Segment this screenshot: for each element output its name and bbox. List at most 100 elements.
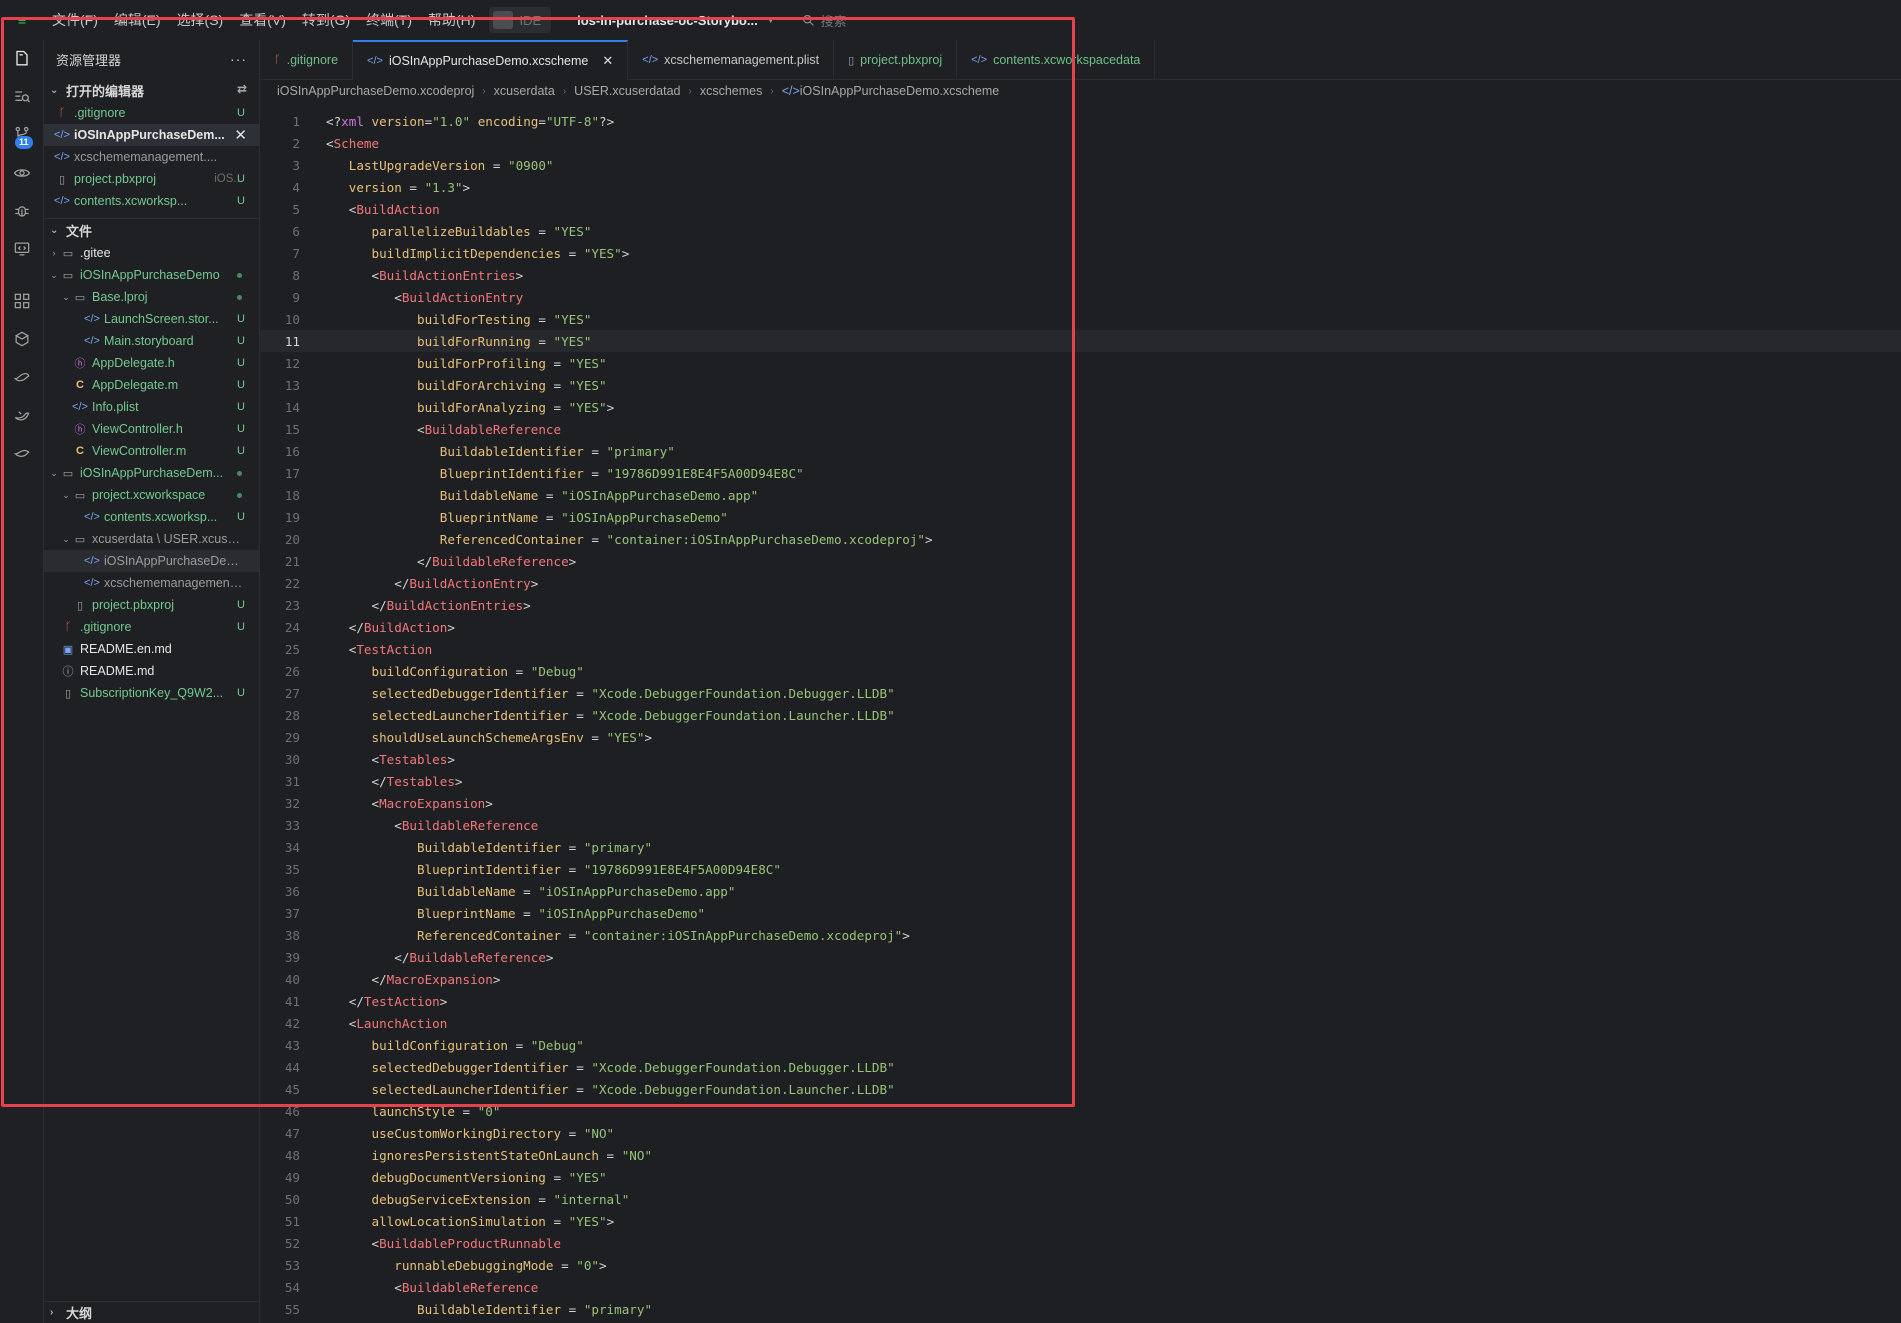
project-selector[interactable]: ios-in-purchase-oc-Storybo... xyxy=(577,12,758,28)
code-line[interactable]: 55 BuildableIdentifier = "primary" xyxy=(260,1298,1901,1320)
code-line[interactable]: 7 buildImplicitDependencies = "YES"> xyxy=(260,242,1901,264)
code-line[interactable]: 50 debugServiceExtension = "internal" xyxy=(260,1188,1901,1210)
ide-switch[interactable]: IDE xyxy=(489,7,552,33)
tree-item[interactable]: ›▭.gitee xyxy=(44,242,259,264)
tree-item[interactable]: </>iOSInAppPurchaseDem... xyxy=(44,550,259,572)
close-icon[interactable]: ✕ xyxy=(602,53,614,68)
code-line[interactable]: 16 BuildableIdentifier = "primary" xyxy=(260,440,1901,462)
tree-item[interactable]: ▣README.en.md xyxy=(44,638,259,660)
code-line[interactable]: 25 <TestAction xyxy=(260,638,1901,660)
search-icon[interactable] xyxy=(0,78,44,116)
code-line[interactable]: 29 shouldUseLaunchSchemeArgsEnv = "YES"> xyxy=(260,726,1901,748)
code-line[interactable]: 47 useCustomWorkingDirectory = "NO" xyxy=(260,1122,1901,1144)
tree-item[interactable]: ⌄▭xcuserdata \ USER.xcuserd... xyxy=(44,528,259,550)
tree-item[interactable]: ⌄▭project.xcworkspace xyxy=(44,484,259,506)
code-line[interactable]: 41 </TestAction> xyxy=(260,990,1901,1012)
code-line[interactable]: 14 buildForAnalyzing = "YES"> xyxy=(260,396,1901,418)
code-line[interactable]: 38 ReferencedContainer = "container:iOSI… xyxy=(260,924,1901,946)
editor-tab[interactable]: </>iOSInAppPurchaseDemo.xcscheme✕ xyxy=(353,40,629,80)
code-line[interactable]: 3 LastUpgradeVersion = "0900" xyxy=(260,154,1901,176)
menu-item[interactable]: 编辑(E) xyxy=(113,12,161,28)
code-line[interactable]: 54 <BuildableReference xyxy=(260,1276,1901,1298)
code-line[interactable]: 51 allowLocationSimulation = "YES"> xyxy=(260,1210,1901,1232)
tree-item[interactable]: ⌄▭iOSInAppPurchaseDemo xyxy=(44,264,259,286)
open-editors-section[interactable]: ⌄ 打开的编辑器 ⇄ xyxy=(44,78,259,102)
code-line[interactable]: 24 </BuildAction> xyxy=(260,616,1901,638)
code-line[interactable]: 32 <MacroExpansion> xyxy=(260,792,1901,814)
code-line[interactable]: 18 BuildableName = "iOSInAppPurchaseDemo… xyxy=(260,484,1901,506)
eye-icon[interactable] xyxy=(0,154,44,192)
code-line[interactable]: 2<Scheme xyxy=(260,132,1901,154)
remote-icon[interactable] xyxy=(0,230,44,268)
editor-tab[interactable]: </>xcschememanagement.plist xyxy=(628,40,835,80)
code-line[interactable]: 43 buildConfiguration = "Debug" xyxy=(260,1034,1901,1056)
code-view[interactable]: 1<?xml version="1.0" encoding="UTF-8"?>2… xyxy=(260,110,1901,1320)
more-actions-icon[interactable]: ··· xyxy=(230,51,247,67)
breadcrumb-item[interactable]: USER.xcuserdatad xyxy=(574,84,681,98)
code-line[interactable]: 39 </BuildableReference> xyxy=(260,946,1901,968)
deploy-icon[interactable] xyxy=(0,320,44,358)
open-editor-item[interactable]: </>contents.xcworksp...U xyxy=(44,190,259,212)
source-control-icon[interactable]: 11 xyxy=(0,116,44,154)
code-line[interactable]: 20 ReferencedContainer = "container:iOSI… xyxy=(260,528,1901,550)
breadcrumb-item[interactable]: xcschemes xyxy=(699,84,763,98)
code-line[interactable]: 1<?xml version="1.0" encoding="UTF-8"?> xyxy=(260,110,1901,132)
editor-tab[interactable]: </>contents.xcworkspacedata xyxy=(957,40,1156,80)
code-line[interactable]: 31 </Testables> xyxy=(260,770,1901,792)
code-line[interactable]: 10 buildForTesting = "YES" xyxy=(260,308,1901,330)
tree-item[interactable]: </>contents.xcworksp...U xyxy=(44,506,259,528)
debug-icon[interactable] xyxy=(0,192,44,230)
extensions-icon[interactable] xyxy=(0,282,44,320)
breadcrumb-item[interactable]: iOSInAppPurchaseDemo.xcscheme xyxy=(799,84,1000,98)
code-line[interactable]: 27 selectedDebuggerIdentifier = "Xcode.D… xyxy=(260,682,1901,704)
code-line[interactable]: 17 BlueprintIdentifier = "19786D991E8E4F… xyxy=(260,462,1901,484)
code-line[interactable]: 4 version = "1.3"> xyxy=(260,176,1901,198)
chevron-down-icon[interactable]: ▼ xyxy=(765,14,776,26)
editor-tab[interactable]: ᚴ.gitignore xyxy=(260,40,354,80)
outline-section[interactable]: › 大纲 xyxy=(44,1301,259,1323)
code-line[interactable]: 23 </BuildActionEntries> xyxy=(260,594,1901,616)
code-line[interactable]: 28 selectedLauncherIdentifier = "Xcode.D… xyxy=(260,704,1901,726)
tree-item[interactable]: ⌄▭Base.lproj xyxy=(44,286,259,308)
files-section[interactable]: ⌄ 文件 xyxy=(44,218,259,242)
tree-item[interactable]: </>xcschememanagement.... xyxy=(44,572,259,594)
code-line[interactable]: 40 </MacroExpansion> xyxy=(260,968,1901,990)
app-logo-icon[interactable]: ≡ xyxy=(17,12,27,28)
code-line[interactable]: 15 <BuildableReference xyxy=(260,418,1901,440)
menu-item[interactable]: 选择(S) xyxy=(176,12,224,28)
code-line[interactable]: 53 runnableDebuggingMode = "0"> xyxy=(260,1254,1901,1276)
menu-item[interactable]: 帮助(H) xyxy=(428,12,476,28)
code-line[interactable]: 8 <BuildActionEntries> xyxy=(260,264,1901,286)
menu-item[interactable]: 查看(V) xyxy=(239,12,286,28)
code-line[interactable]: 26 buildConfiguration = "Debug" xyxy=(260,660,1901,682)
toggle-layout-icon[interactable]: ⇄ xyxy=(236,82,247,96)
bird-icon-2[interactable] xyxy=(0,396,44,434)
code-line[interactable]: 21 </BuildableReference> xyxy=(260,550,1901,572)
code-line[interactable]: 30 <Testables> xyxy=(260,748,1901,770)
menu-item[interactable]: 终端(T) xyxy=(366,12,413,28)
open-editor-item[interactable]: </>xcschememanagement.... xyxy=(44,146,259,168)
code-line[interactable]: 52 <BuildableProductRunnable xyxy=(260,1232,1901,1254)
search-input[interactable]: 搜索 xyxy=(802,11,847,30)
code-line[interactable]: 9 <BuildActionEntry xyxy=(260,286,1901,308)
close-icon[interactable]: ✕ xyxy=(234,127,247,144)
code-line[interactable]: 13 buildForArchiving = "YES" xyxy=(260,374,1901,396)
code-line[interactable]: 42 <LaunchAction xyxy=(260,1012,1901,1034)
breadcrumb-item[interactable]: iOSInAppPurchaseDemo.xcodeproj xyxy=(277,84,475,98)
code-line[interactable]: 45 selectedLauncherIdentifier = "Xcode.D… xyxy=(260,1078,1901,1100)
code-line[interactable]: 37 BlueprintName = "iOSInAppPurchaseDemo… xyxy=(260,902,1901,924)
bird-icon[interactable] xyxy=(0,358,44,396)
open-editor-item[interactable]: </>iOSInAppPurchaseDem...✕ xyxy=(44,124,259,146)
code-line[interactable]: 36 BuildableName = "iOSInAppPurchaseDemo… xyxy=(260,880,1901,902)
tree-item[interactable]: ▯SubscriptionKey_Q9W2...U xyxy=(44,682,259,704)
